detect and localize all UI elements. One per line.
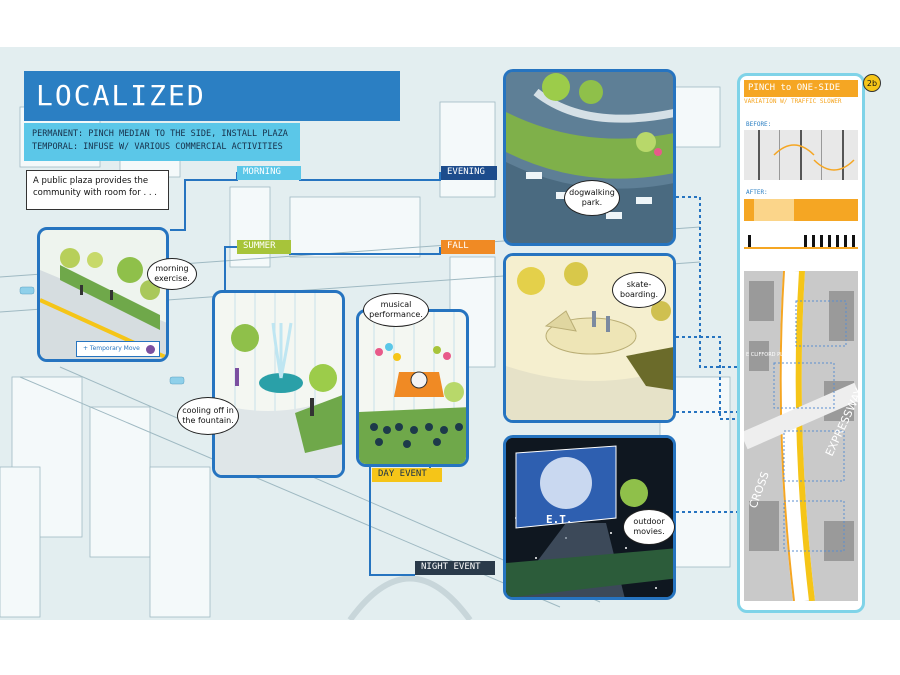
evening-illustration	[506, 72, 673, 243]
legend-temporary-move: + Temporary Move	[76, 341, 160, 357]
map-label-clifford: E CLIFFORD PL	[746, 352, 783, 358]
after-section-diagram	[744, 199, 858, 249]
subtitle-permanent: PERMANENT: PINCH MEDIAN TO THE SIDE, INS…	[32, 129, 288, 139]
sidebar-map: EXPRESSWAY CROSS E CLIFFORD PL	[744, 271, 858, 601]
sidebar-title: PINCH to ONE-SIDE	[744, 80, 858, 97]
subtitle-temporal: TEMPORAL: INFUSE W/ VARIOUS COMMERCIAL A…	[32, 142, 283, 152]
tag-night-event: NIGHT EVENT	[415, 561, 495, 575]
panel-summer	[212, 290, 345, 478]
tag-summer: SUMMER	[237, 240, 291, 254]
movie-title: E.T.	[546, 513, 573, 526]
day-event-illustration	[359, 312, 466, 464]
bubble-morning: morning exercise.	[147, 258, 197, 290]
bubble-night-event: outdoor movies.	[623, 509, 675, 545]
panel-evening	[503, 69, 676, 246]
before-label: BEFORE:	[746, 121, 772, 128]
temporary-move-icon	[146, 345, 155, 354]
legend-label: + Temporary Move	[83, 345, 140, 352]
page-title: LOCALIZED MAXIMIZATION	[24, 71, 400, 162]
tag-morning: MORNING	[237, 166, 301, 180]
after-label: AFTER:	[746, 189, 768, 196]
tag-fall: FALL	[441, 240, 495, 254]
summer-illustration	[215, 293, 342, 475]
tag-day-event: DAY EVENT	[372, 468, 442, 482]
sidebar-subtitle: VARIATION W/ TRAFFIC SLOWER	[744, 98, 842, 105]
bubble-evening: dogwalking park.	[564, 180, 620, 216]
intro-text: A public plaza provides the community wi…	[26, 170, 169, 210]
panel-day-event	[356, 309, 469, 467]
bubble-day-event: musical performance.	[363, 293, 429, 327]
bubble-summer: cooling off in the fountain.	[177, 397, 239, 435]
tag-evening: EVENING	[441, 166, 497, 180]
board: LOCALIZED MAXIMIZATION PERMANENT: PINCH …	[0, 47, 900, 620]
sidebar-badge: 2b	[863, 74, 881, 92]
before-section-diagram	[744, 130, 858, 180]
bubble-fall: skate-boarding.	[612, 272, 666, 308]
subtitle-box: PERMANENT: PINCH MEDIAN TO THE SIDE, INS…	[24, 123, 300, 161]
